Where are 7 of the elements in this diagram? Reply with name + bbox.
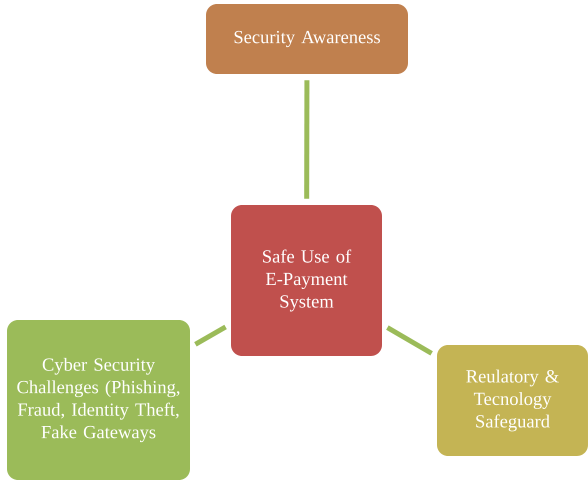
connector-line: [304, 80, 310, 199]
connector-line: [386, 325, 433, 356]
process-box: Cyber Security Challenges (Phishing, Fraud, Identity Theft, Fake Gateways: [7, 320, 190, 480]
process-box: Reulatory & Tecnology Safeguard: [437, 345, 588, 456]
process-box: Safe Use of E-Payment System: [231, 205, 382, 356]
process-box: Security Awareness: [206, 4, 408, 74]
connector-line: [194, 324, 227, 346]
